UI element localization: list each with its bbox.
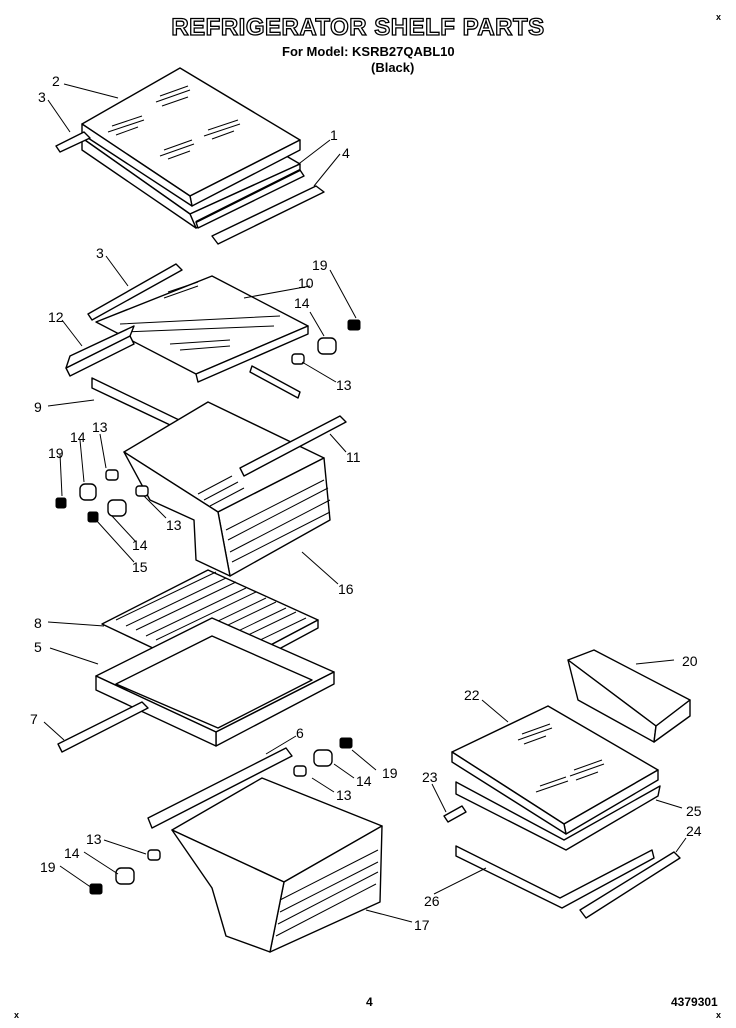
top-glass-shelf bbox=[55, 67, 325, 245]
small-shelf-bracket bbox=[455, 845, 655, 909]
crisper-right-channel bbox=[249, 365, 301, 399]
callout-14-middle: 14 bbox=[132, 537, 148, 553]
corner-mark-bottom-right: x bbox=[716, 1010, 722, 1020]
callout-23: 23 bbox=[422, 769, 438, 785]
small-shelf-rail bbox=[579, 851, 681, 919]
callout-13-middle: 13 bbox=[166, 517, 182, 533]
callout-19-lower-right: 19 bbox=[382, 765, 398, 781]
top-shelf-glass-side bbox=[81, 123, 193, 207]
top-shelf-frame-side bbox=[81, 137, 197, 229]
crisper-cover-glass-edge bbox=[195, 325, 309, 383]
right-side-rail bbox=[211, 185, 325, 245]
lower-left-rail bbox=[57, 701, 149, 753]
callout-11: 11 bbox=[346, 449, 361, 465]
callout-14-lower-right: 14 bbox=[356, 773, 372, 789]
upper-crisper-assembly bbox=[55, 263, 361, 577]
crisper-left-channel-top bbox=[65, 325, 135, 369]
glass-reflection-marks bbox=[107, 85, 241, 160]
lower-right-rail bbox=[147, 747, 293, 829]
corner-mark-top-right: x bbox=[716, 12, 722, 22]
callout-19-upper-right: 19 bbox=[312, 257, 328, 273]
callout-17: 17 bbox=[414, 917, 430, 933]
page-number: 4 bbox=[366, 995, 373, 1009]
crisper-roller-hardware-right bbox=[291, 319, 361, 365]
callout-19-lower-left: 19 bbox=[40, 859, 56, 875]
right-shelf-assembly bbox=[443, 649, 691, 919]
callout-7: 7 bbox=[30, 711, 38, 727]
callout-3-crisper: 3 bbox=[96, 245, 104, 261]
callout-5: 5 bbox=[34, 639, 42, 655]
callout-24: 24 bbox=[686, 823, 702, 839]
callout-6: 6 bbox=[296, 725, 304, 741]
callout-14-upper-left: 14 bbox=[70, 429, 86, 445]
shelf-bin-front bbox=[653, 699, 691, 743]
callout-3-top: 3 bbox=[38, 89, 46, 105]
lower-crisper-pan-side bbox=[171, 829, 285, 953]
callout-20: 20 bbox=[682, 653, 698, 669]
crisper-pan-side bbox=[123, 451, 231, 577]
callout-12: 12 bbox=[48, 309, 64, 325]
corner-mark-bottom-left: x bbox=[14, 1010, 20, 1020]
callout-16: 16 bbox=[338, 581, 354, 597]
lower-roller-hardware-right bbox=[293, 737, 353, 777]
callout-15: 15 bbox=[132, 559, 148, 575]
crisper-roller-hardware-left bbox=[55, 469, 149, 523]
leader-lines bbox=[43, 83, 687, 923]
lower-roller-hardware-left bbox=[89, 849, 161, 895]
lower-shelf-frame-inner bbox=[115, 635, 313, 729]
crisper-front-rod bbox=[87, 263, 183, 321]
callout-26: 26 bbox=[424, 893, 440, 909]
small-shelf-rod bbox=[443, 805, 467, 823]
callout-1: 1 bbox=[330, 127, 338, 143]
color-label: (Black) bbox=[371, 60, 415, 75]
callout-4: 4 bbox=[342, 145, 350, 161]
left-slide-rod bbox=[55, 131, 91, 153]
callout-2: 2 bbox=[52, 73, 60, 89]
document-number: 4379301 bbox=[671, 995, 718, 1009]
lower-shelf-frame-side bbox=[95, 675, 217, 747]
page-title: REFRIGERATOR SHELF PARTS bbox=[171, 13, 545, 41]
callout-22: 22 bbox=[464, 687, 480, 703]
model-label: For Model: KSRB27QABL10 bbox=[282, 44, 455, 59]
callout-13-lower-left: 13 bbox=[86, 831, 102, 847]
callout-13-upper-left: 13 bbox=[92, 419, 108, 435]
small-shelf-glass-side bbox=[451, 751, 567, 835]
callout-13-upper-right: 13 bbox=[336, 377, 352, 393]
callout-19-upper-left: 19 bbox=[48, 445, 64, 461]
crisper-right-rail bbox=[239, 415, 347, 477]
callout-14-upper-right: 14 bbox=[294, 295, 310, 311]
callout-numbers: 2 3 1 4 3 19 10 14 12 13 9 13 14 19 11 1… bbox=[30, 73, 702, 933]
callout-14-lower-left: 14 bbox=[64, 845, 80, 861]
callout-8: 8 bbox=[34, 615, 42, 631]
small-shelf-frame bbox=[455, 781, 661, 851]
callout-25: 25 bbox=[686, 803, 702, 819]
callout-13-lower-right: 13 bbox=[336, 787, 352, 803]
callout-10: 10 bbox=[298, 275, 314, 291]
lower-crisper-assembly bbox=[57, 569, 383, 953]
callout-9: 9 bbox=[34, 399, 42, 415]
